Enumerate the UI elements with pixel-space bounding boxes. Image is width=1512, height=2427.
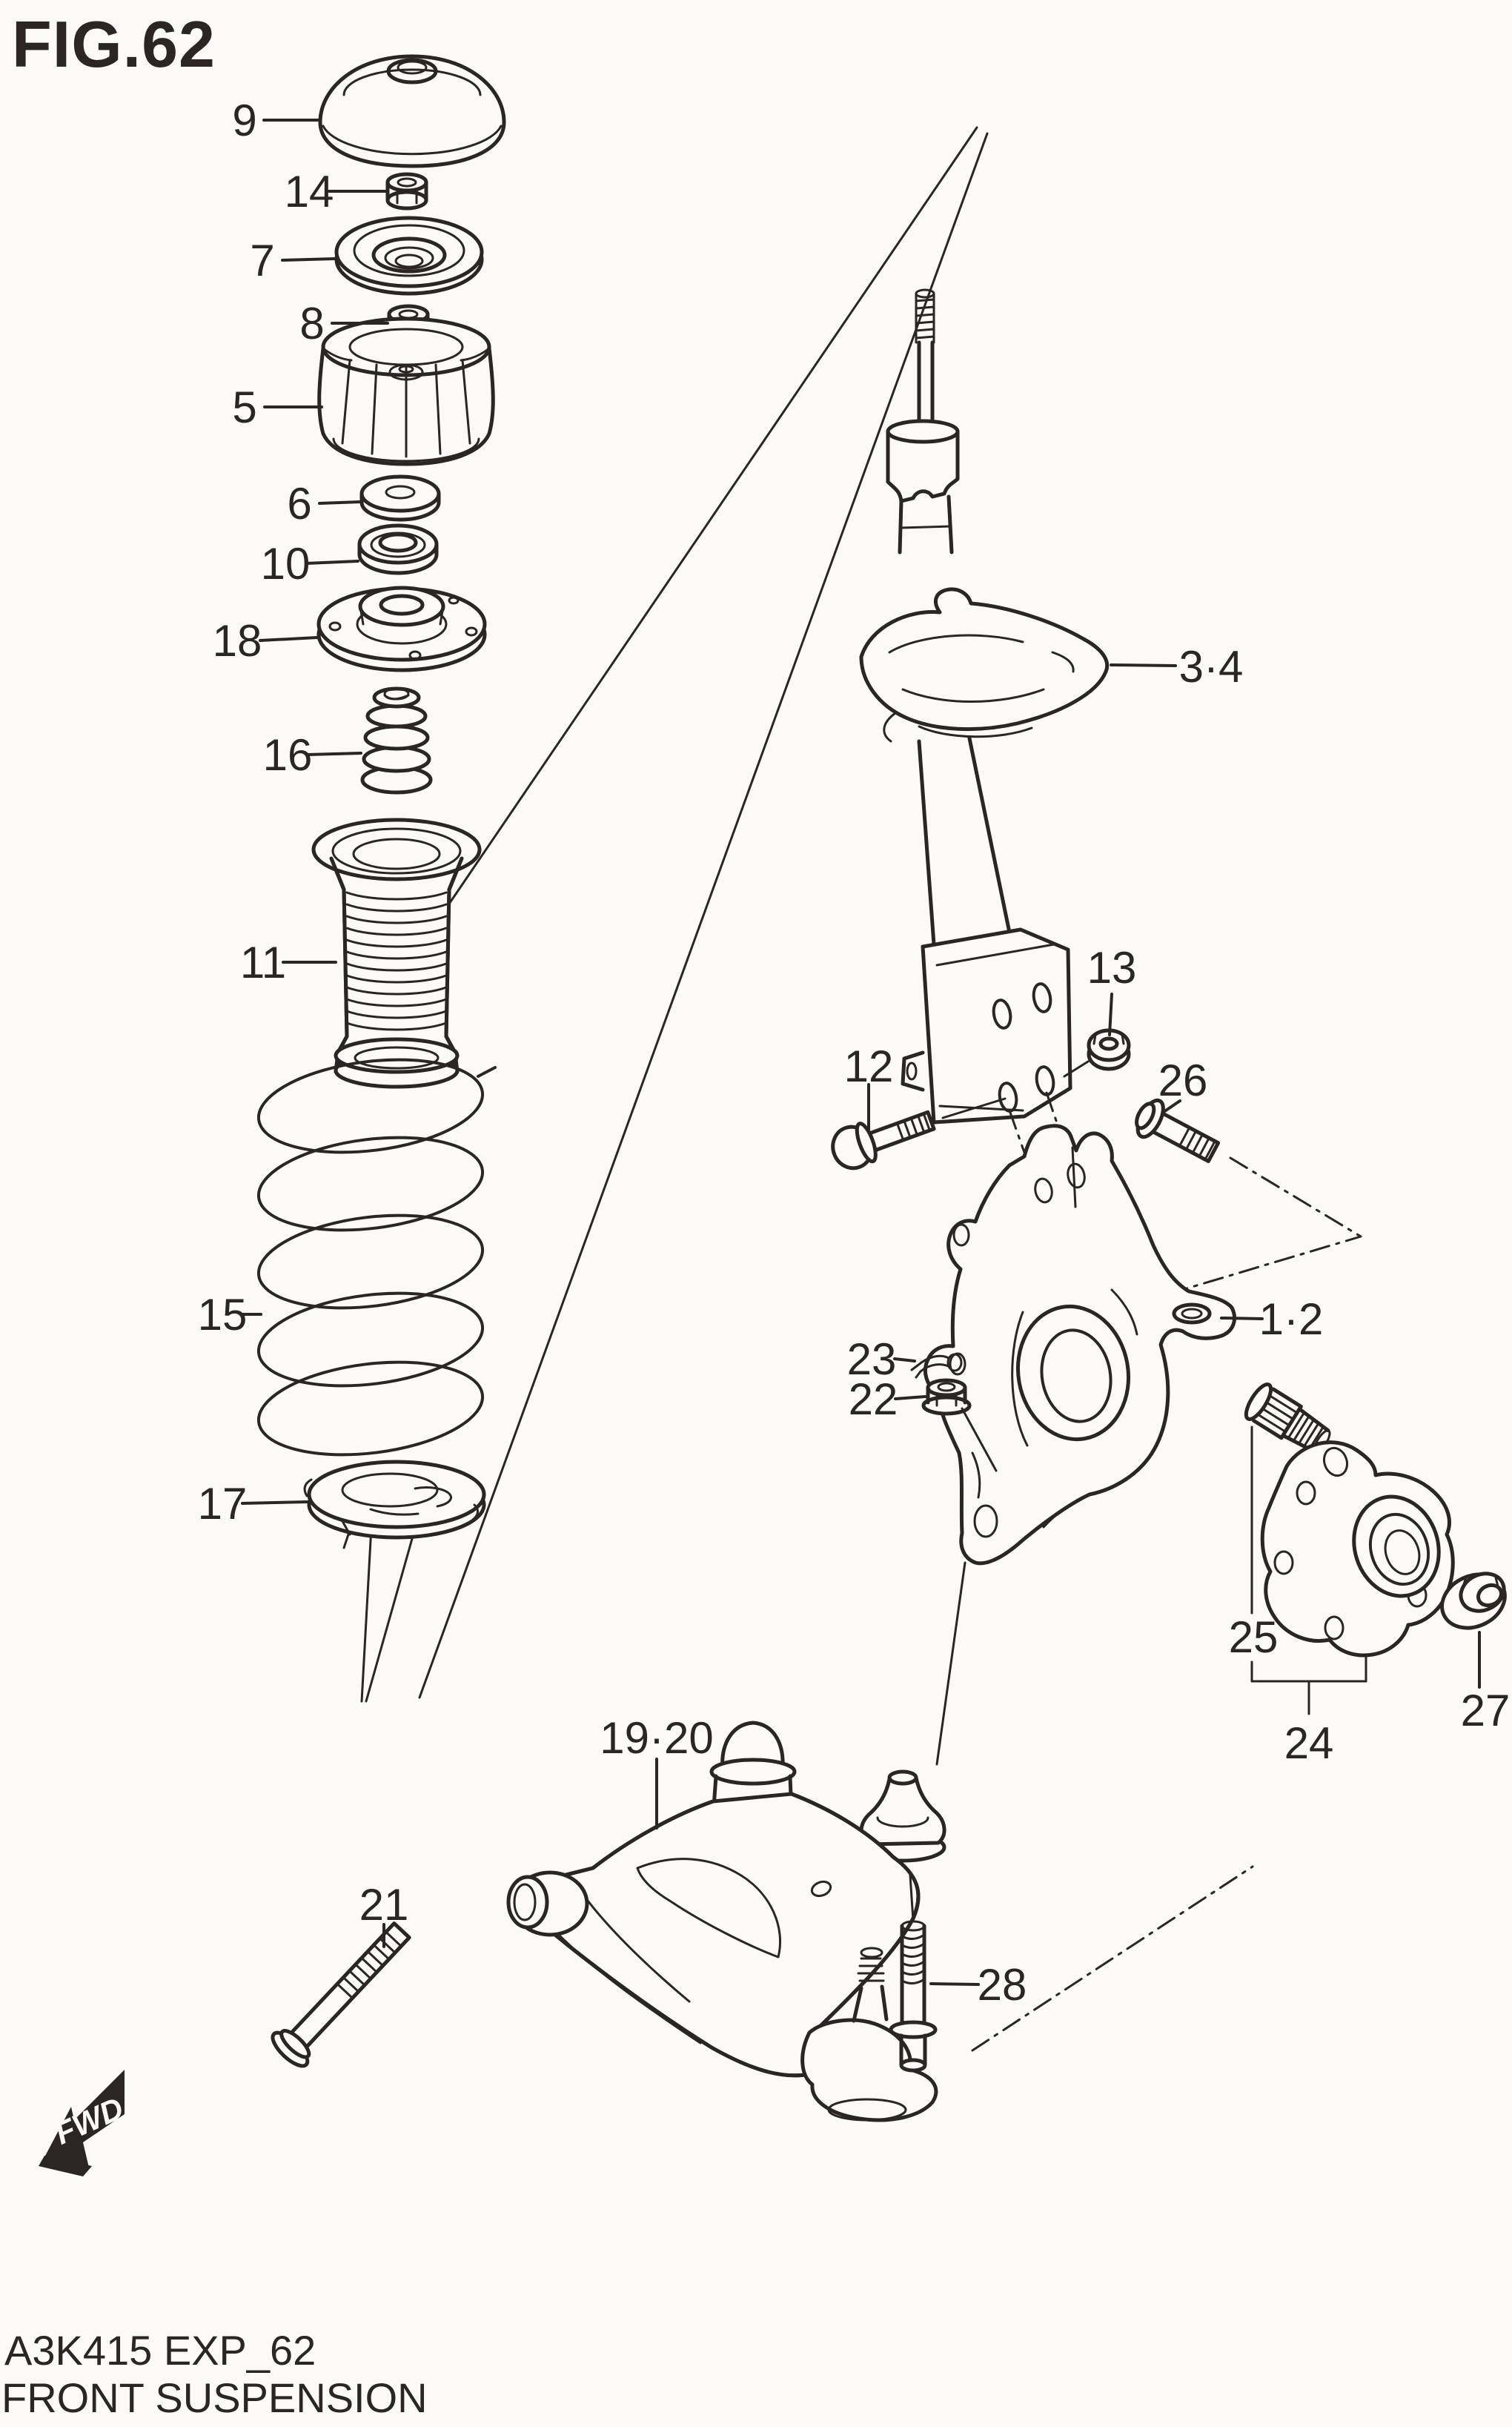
bolt-part21-drawing: [271, 1921, 411, 2068]
bump-stopper-part16-drawing: [360, 686, 433, 795]
bearing-seat-part7-drawing: [334, 216, 484, 296]
wheel-stud-part25-drawing: [1244, 1382, 1367, 1715]
figure-code: A3K415 EXP_62: [4, 2327, 316, 2374]
part-label-15: 15: [198, 1290, 248, 1340]
bearing-part10-drawing: [357, 523, 439, 575]
part-label-26: 26: [1158, 1056, 1208, 1105]
part-label-10: 10: [261, 539, 311, 589]
strut-assembly-part3-4-drawing: [859, 288, 1109, 1254]
cotter-pin-part23-drawing: [910, 1353, 963, 1379]
part-labels: 9 14 7 8 5 6 10 18 16 11 15 17 3·4 13 12…: [198, 96, 1511, 2010]
part-label-3-4: 3·4: [1179, 642, 1244, 692]
suspension-arm-part19-20-drawing: [506, 1721, 938, 2122]
part-label-18: 18: [213, 616, 262, 666]
part-label-24: 24: [1284, 1718, 1334, 1768]
wheel-hub-part24-drawing: [1260, 1440, 1455, 1658]
part-label-27: 27: [1461, 1686, 1511, 1735]
bolt-part12-drawing: [831, 1097, 1007, 1171]
part-label-12: 12: [844, 1042, 894, 1091]
nut-part13-drawing: [1063, 1028, 1131, 1078]
part-label-11: 11: [240, 938, 286, 987]
spring-seat-part18-drawing: [316, 586, 487, 672]
leader-lines: [241, 119, 1481, 1986]
part-label-6: 6: [287, 479, 311, 529]
part-label-21: 21: [359, 1880, 409, 1930]
part-label-17: 17: [198, 1479, 248, 1529]
part-label-14: 14: [285, 167, 334, 216]
washer-part6-drawing: [359, 474, 441, 522]
part-label-23: 23: [847, 1334, 897, 1384]
part-label-13: 13: [1087, 943, 1137, 993]
strut-support-part5-drawing: [317, 317, 495, 466]
part-label-19-20: 19·20: [600, 1713, 713, 1763]
strut-cap-part9-drawing: [318, 54, 506, 168]
part-label-5: 5: [232, 383, 256, 432]
part-label-25: 25: [1229, 1612, 1279, 1662]
spring-seat-part17-drawing: [303, 1460, 486, 1549]
construction-lines: [360, 126, 989, 1703]
figure-title: FIG.62: [12, 7, 216, 81]
fwd-arrow: FWD: [39, 2070, 128, 2176]
bolt-part26-drawing: [1135, 1098, 1362, 1297]
fwd-label: FWD: [50, 2090, 128, 2151]
part-label-9: 9: [232, 96, 256, 145]
dust-cover-part11-drawing: [311, 818, 482, 1089]
nut-part22-drawing: [921, 1378, 998, 1472]
lock-nut-part14-drawing: [385, 172, 428, 211]
part-label-16: 16: [263, 730, 313, 780]
part-label-28: 28: [978, 1960, 1027, 2010]
part-label-7: 7: [250, 236, 274, 285]
coil-spring-part15-drawing: [256, 1058, 497, 1457]
part-label-8: 8: [299, 299, 324, 348]
steering-knuckle-part1-2-drawing: [876, 1124, 1236, 1945]
part-label-1-2: 1·2: [1259, 1294, 1324, 1344]
figure-caption: FRONT SUSPENSION: [1, 2374, 428, 2421]
bolt-part28-drawing: [889, 1865, 1254, 2073]
ball-joint-boot-drawing: [859, 1769, 946, 1863]
part-label-22: 22: [849, 1374, 898, 1424]
